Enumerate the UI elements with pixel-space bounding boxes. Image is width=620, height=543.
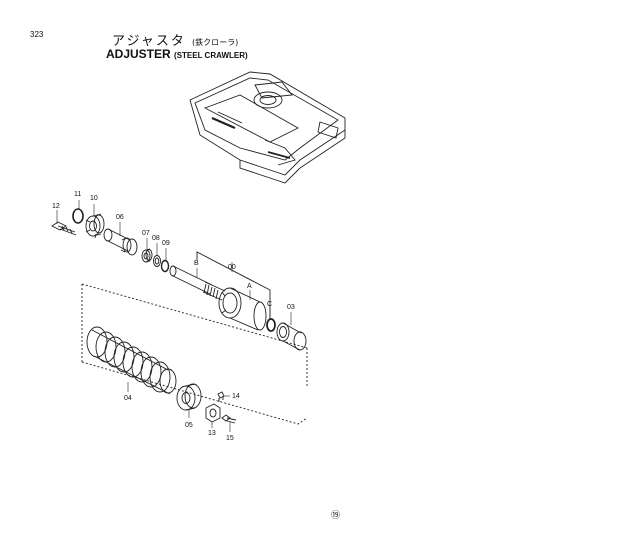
part-c-o-ring [266, 318, 276, 332]
title-japanese: アジャスタ (鉄クローラ) [112, 30, 238, 49]
part-03-bushing [276, 322, 307, 351]
callout-labels: 12 11 10 06 07 08 09 B 00 A C 03 04 05 1… [52, 191, 295, 442]
bracket-00 [196, 251, 271, 320]
part-12-bolt [51, 221, 77, 236]
callout-05: 05 [185, 422, 193, 429]
callout-06: 06 [116, 214, 124, 221]
part-10-collar [85, 213, 105, 239]
title-japanese-main: アジャスタ [112, 34, 186, 49]
part-15-bolt [221, 414, 237, 424]
part-09-ring [160, 259, 170, 273]
assembly-bracket [81, 283, 308, 425]
part-14-fitting [217, 391, 225, 402]
part-08-seal-inner [154, 257, 160, 265]
callout-11: 11 [74, 191, 81, 198]
track-frame-illustration [189, 71, 346, 184]
callout-14: 14 [232, 393, 240, 400]
callout-09: 09 [162, 240, 170, 247]
callout-b: B [194, 260, 199, 267]
callout-10: 10 [90, 195, 98, 202]
callout-15: 15 [226, 435, 234, 442]
title-japanese-sub: (鉄クローラ) [191, 38, 239, 47]
title-english: ADJUSTER (STEEL CRAWLER) [106, 47, 248, 61]
page-number: 323 [30, 30, 44, 39]
part-05-retainer [176, 383, 202, 411]
part-b-rod [169, 265, 226, 301]
part-04-spring [86, 326, 177, 395]
footer-mark: ⑲ [331, 510, 341, 520]
part-11-o-ring [72, 208, 84, 224]
callout-07: 07 [142, 230, 150, 237]
callout-a: A [247, 283, 252, 290]
part-06-rod [103, 228, 138, 256]
part-13-nut [205, 403, 221, 423]
title-english-main: ADJUSTER [106, 47, 171, 61]
callout-c: C [267, 301, 272, 308]
title-english-sub: (STEEL CRAWLER) [174, 51, 248, 60]
part-07-ring [141, 248, 153, 263]
part-00-piston [218, 287, 267, 331]
callout-12: 12 [52, 203, 60, 210]
callout-03: 03 [287, 304, 295, 311]
leader-lines [56, 200, 292, 432]
callout-00: 00 [228, 264, 236, 271]
part-08-seal [153, 255, 161, 267]
callout-08: 08 [152, 235, 160, 242]
callout-04: 04 [124, 395, 132, 402]
callout-13: 13 [208, 430, 216, 437]
